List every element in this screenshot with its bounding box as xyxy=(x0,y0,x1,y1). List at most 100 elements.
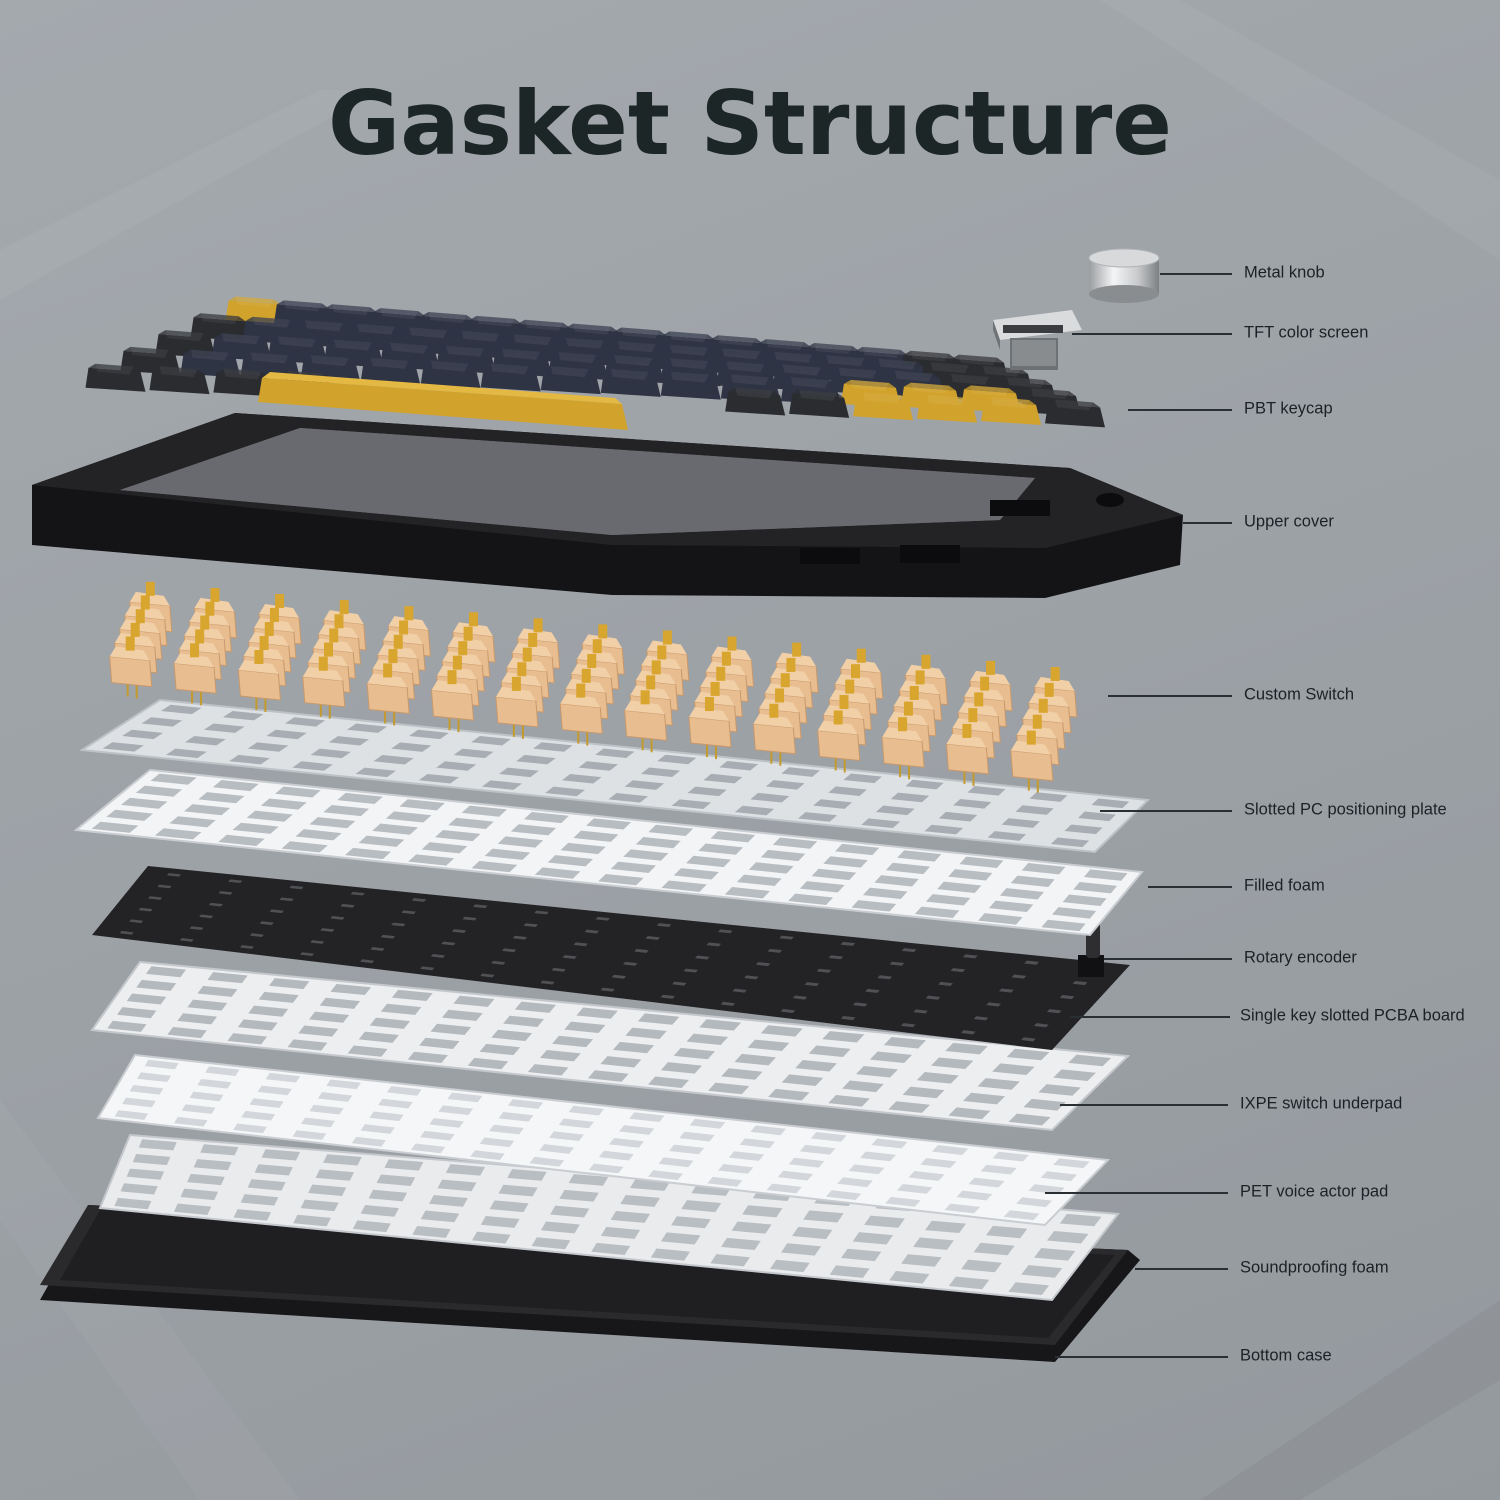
grid-cell xyxy=(248,1005,289,1017)
grid-cell xyxy=(523,923,538,927)
grid-cell xyxy=(352,1220,391,1233)
grid-cell xyxy=(237,1019,278,1031)
upper-cover-leader-line xyxy=(1183,522,1232,524)
switch xyxy=(495,676,539,739)
grid-cell xyxy=(129,1085,164,1095)
pbt-keycap-part xyxy=(85,296,1106,430)
upper-cover-label: Upper cover xyxy=(1244,512,1334,531)
grid-cell xyxy=(429,1195,468,1207)
grid-cell xyxy=(781,1243,822,1256)
grid-cell xyxy=(660,1062,702,1074)
grid-cell xyxy=(755,962,771,967)
grid-cell xyxy=(430,953,445,958)
grid-cell xyxy=(562,955,577,959)
tft-color-screen-label: TFT color screen xyxy=(1244,323,1369,342)
grid-cell xyxy=(623,849,669,861)
switch xyxy=(1010,730,1054,793)
grid-cell xyxy=(1073,881,1118,894)
grid-cell xyxy=(901,948,917,953)
grid-cell xyxy=(189,926,204,931)
grid-cell xyxy=(808,1045,851,1057)
grid-cell xyxy=(779,935,794,940)
grid-cell xyxy=(372,823,418,835)
grid-cell xyxy=(658,1157,694,1168)
grid-cell xyxy=(550,1205,590,1218)
grid-cell xyxy=(549,1131,584,1142)
grid-cell xyxy=(287,1039,328,1051)
grid-cell xyxy=(292,761,333,771)
grid-cell xyxy=(135,785,183,797)
keycap xyxy=(480,363,541,392)
grid-cell xyxy=(595,916,611,921)
grid-cell xyxy=(811,868,857,881)
grid-cell xyxy=(391,922,406,927)
keycap xyxy=(725,387,786,416)
grid-cell xyxy=(129,919,144,924)
grid-cell xyxy=(1062,894,1107,906)
grid-cell xyxy=(391,989,433,1001)
grid-cell xyxy=(451,929,467,933)
grid-cell xyxy=(527,1064,569,1076)
grid-cell xyxy=(344,847,391,860)
grid-cell xyxy=(508,1099,544,1109)
grid-cell xyxy=(246,810,293,822)
grid-cell xyxy=(481,780,523,790)
grid-cell xyxy=(174,1203,212,1215)
grid-cell xyxy=(661,880,707,892)
custom-switch-part xyxy=(109,581,1078,793)
grid-cell xyxy=(828,1095,870,1107)
keycap xyxy=(853,392,914,421)
grid-cell xyxy=(337,792,383,804)
grid-cell xyxy=(848,1164,885,1175)
grid-cell xyxy=(619,1125,655,1135)
grid-cell xyxy=(177,1013,217,1025)
grid-cell xyxy=(681,1200,722,1213)
grid-cell xyxy=(718,1164,754,1174)
single-key-slotted-pcba-board-label: Single key slotted PCBA board xyxy=(1240,1006,1465,1025)
grid-cell xyxy=(122,729,164,740)
grid-cell xyxy=(925,894,971,906)
grid-cell xyxy=(1083,869,1128,881)
grid-cell xyxy=(645,936,660,940)
grid-cell xyxy=(289,885,304,890)
grid-cell xyxy=(998,988,1014,993)
grid-cell xyxy=(300,1117,336,1128)
grid-cell xyxy=(207,972,248,984)
grid-cell xyxy=(813,799,853,809)
grid-cell xyxy=(1011,974,1027,979)
grid-cell xyxy=(914,906,960,919)
grid-cell xyxy=(750,1125,787,1136)
switch xyxy=(624,690,668,753)
grid-cell xyxy=(766,1183,802,1194)
grid-cell xyxy=(874,875,919,887)
grid-cell xyxy=(144,1059,179,1070)
single-key-slotted-pcba-board-leader-line xyxy=(1070,1016,1230,1018)
grid-cell xyxy=(1021,1265,1063,1278)
grid-cell xyxy=(739,1138,776,1149)
grid-cell xyxy=(851,900,897,912)
grid-cell xyxy=(121,797,168,809)
grid-cell xyxy=(499,767,539,778)
grid-cell xyxy=(961,1259,1002,1273)
grid-cell xyxy=(120,1183,158,1195)
filled-foam-leader-line xyxy=(1148,886,1232,888)
grid-cell xyxy=(1052,907,1097,919)
grid-cell xyxy=(187,999,228,1011)
grid-cell xyxy=(181,1104,216,1114)
grid-cell xyxy=(173,1116,208,1127)
grid-cell xyxy=(600,1056,642,1068)
grid-cell xyxy=(732,988,747,993)
grid-cell xyxy=(560,842,606,855)
grid-cell xyxy=(453,995,495,1007)
grid-cell xyxy=(533,742,573,752)
grid-cell xyxy=(843,773,882,784)
grid-cell xyxy=(953,798,992,809)
keycap xyxy=(540,366,601,395)
switch xyxy=(688,697,732,760)
switch xyxy=(881,717,925,780)
grid-cell xyxy=(792,1226,833,1240)
grid-cell xyxy=(258,991,299,1003)
tft-color-screen-leader-line xyxy=(1072,333,1232,335)
grid-cell xyxy=(710,1254,750,1267)
grid-cell xyxy=(351,1136,386,1147)
